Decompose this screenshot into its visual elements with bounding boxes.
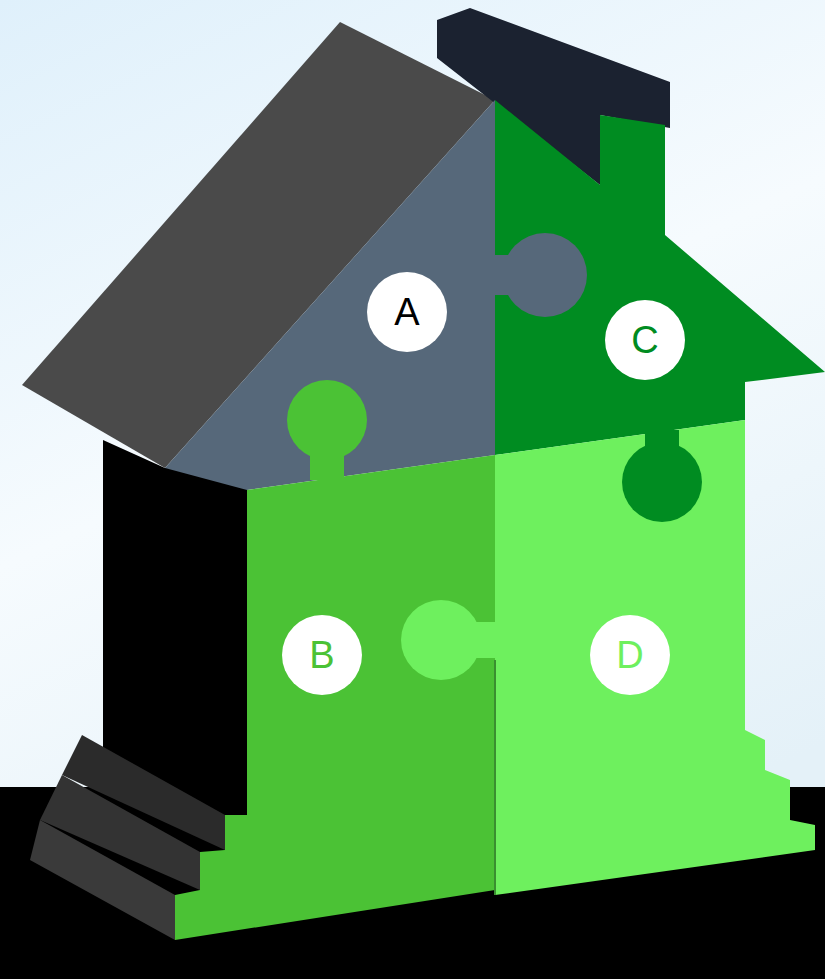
puzzle-knob <box>490 255 510 295</box>
puzzle-knob <box>645 430 679 460</box>
label-circle: B <box>282 615 362 695</box>
puzzle-knob <box>310 440 344 480</box>
piece-letter: A <box>367 272 447 352</box>
puzzle-piece <box>495 100 825 455</box>
puzzle-piece <box>175 455 495 940</box>
puzzle-piece <box>495 420 815 895</box>
label-circle: D <box>590 615 670 695</box>
piece-letter: B <box>282 615 362 695</box>
side-wall <box>103 440 247 815</box>
label-circle: C <box>605 300 685 380</box>
piece-seam <box>494 660 496 895</box>
label-circle: A <box>367 272 447 352</box>
stair-step <box>30 820 175 940</box>
puzzle-knob <box>503 233 587 317</box>
piece-letter: C <box>605 300 685 380</box>
puzzle-piece <box>165 100 495 490</box>
piece-letter: D <box>590 615 670 695</box>
puzzle-knob <box>465 622 500 658</box>
